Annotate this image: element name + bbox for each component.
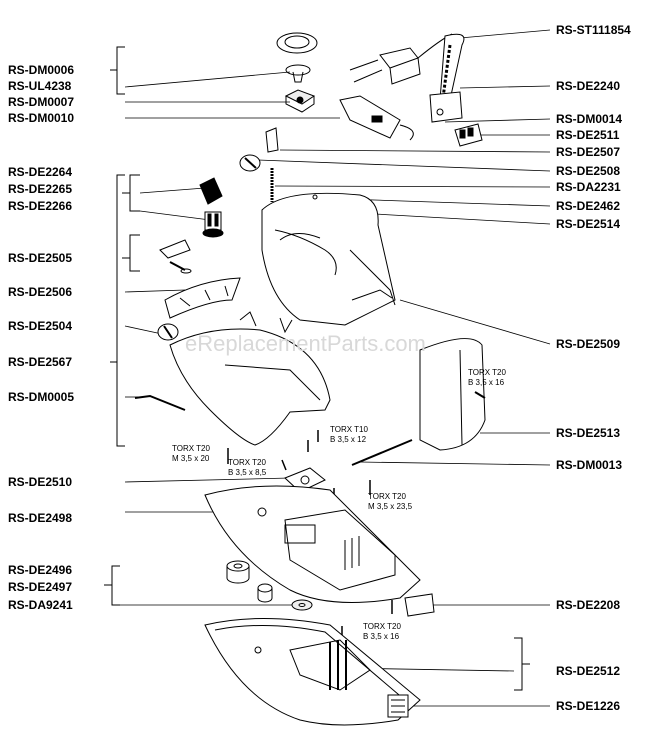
part-label: RS-DE2208 [556, 598, 621, 612]
part-washer [291, 599, 313, 611]
part-strain-relief [429, 33, 465, 123]
leader-lines-left [120, 71, 340, 606]
part-label: RS-DM0014 [556, 112, 623, 126]
part-label: RS-DE2567 [8, 355, 73, 369]
part-soleplate [204, 618, 421, 726]
part-label: RS-DM0010 [8, 111, 75, 125]
part-knob [285, 64, 311, 83]
part-seal [257, 583, 273, 603]
screw-spec-line: M 3,5 x 20 [172, 454, 210, 463]
part-label: RS-DE2512 [556, 664, 621, 678]
part-label: RS-DM0007 [8, 95, 75, 109]
part-heating-plate [387, 694, 409, 718]
leader-lines-right [257, 29, 551, 707]
part-dial [157, 323, 179, 341]
part-base-housing [204, 485, 421, 603]
part-label-plate [404, 593, 435, 617]
part-steam-tube [134, 394, 186, 411]
part-label: RS-DE2497 [8, 580, 73, 594]
part-label: RS-DE2266 [8, 199, 73, 213]
screw-spec-note: TORX T20 M 3,5 x 20 [172, 444, 210, 464]
part-label: RS-DM0013 [556, 458, 623, 472]
part-label: RS-DE2509 [556, 337, 621, 351]
watermark-text: eReplacementParts.com [185, 331, 426, 356]
part-label: RS-DE2508 [556, 164, 621, 178]
screw-spec-line: B 3,5 x 12 [330, 435, 367, 444]
right-bracket [514, 637, 530, 691]
screw-spec-note: TORX T20 B 3,5 x 16 [468, 368, 506, 388]
part-label: RS-DE1226 [556, 699, 621, 713]
screw-spec-line: M 3,5 x 23,5 [368, 502, 413, 511]
screw-spec-line: TORX T10 [330, 425, 368, 434]
part-label: RS-DE2507 [556, 145, 621, 159]
screw-spec-note: TORX T20 B 3,5 x 16 [363, 622, 401, 642]
screw-spec-note: TORX T20 M 3,5 x 23,5 [368, 492, 412, 512]
screw-spec-line: TORX T20 [172, 444, 210, 453]
part-label: RS-DE2504 [8, 319, 73, 333]
part-pump-button [239, 154, 261, 172]
part-label: RS-DA2231 [556, 180, 621, 194]
left-brackets [104, 46, 140, 606]
part-label: RS-DE2505 [8, 251, 73, 265]
part-terminal-block [454, 123, 483, 147]
screw-spec-line: B 3,5 x 8,5 [228, 468, 267, 477]
part-label: RS-DE2265 [8, 182, 73, 196]
part-label: RS-DE2514 [556, 217, 621, 231]
part-cap-disc [276, 32, 318, 54]
part-label: RS-DM0005 [8, 390, 75, 404]
screw-spec-line: TORX T20 [363, 622, 401, 631]
screw-spec-line: TORX T20 [368, 492, 406, 501]
part-label: RS-DA9241 [8, 598, 73, 612]
part-label: RS-DM0006 [8, 63, 75, 77]
part-label: RS-DE2506 [8, 285, 73, 299]
part-button-cap [199, 177, 223, 205]
part-front-shell [169, 311, 331, 446]
screw-spec-line: TORX T20 [228, 458, 266, 467]
part-handle-housing [261, 192, 396, 326]
part-selector-lever [159, 239, 192, 274]
part-steam-valve [226, 560, 250, 584]
part-indicator-lamp [351, 439, 413, 466]
part-clip [265, 127, 279, 153]
part-label: RS-DE2498 [8, 511, 73, 525]
part-label: RS-DE2511 [556, 128, 620, 142]
part-label: RS-DE2510 [8, 475, 73, 489]
part-label: RS-DE2496 [8, 563, 73, 577]
screw-spec-note: TORX T10 B 3,5 x 12 [330, 425, 368, 445]
part-label: RS-DE2462 [556, 199, 621, 213]
screw-spec-note: TORX T20 B 3,5 x 8,5 [228, 458, 266, 478]
part-thermostat-block [284, 89, 316, 113]
part-label: RS-UL4238 [8, 79, 72, 93]
part-plug [349, 33, 453, 85]
part-label: RS-DE2513 [556, 426, 621, 440]
part-cover-panel [164, 277, 241, 319]
part-label: RS-DE2264 [8, 165, 73, 179]
screw-spec-line: B 3,5 x 16 [468, 378, 505, 387]
screw-spec-line: TORX T20 [468, 368, 506, 377]
part-label: RS-DE2240 [556, 79, 621, 93]
part-pump-assembly [202, 211, 224, 238]
part-thermal-fuse [339, 95, 414, 141]
part-side-cover [419, 338, 486, 451]
part-label: RS-ST111854 [556, 23, 631, 37]
screw-spec-line: B 3,5 x 16 [363, 632, 400, 641]
